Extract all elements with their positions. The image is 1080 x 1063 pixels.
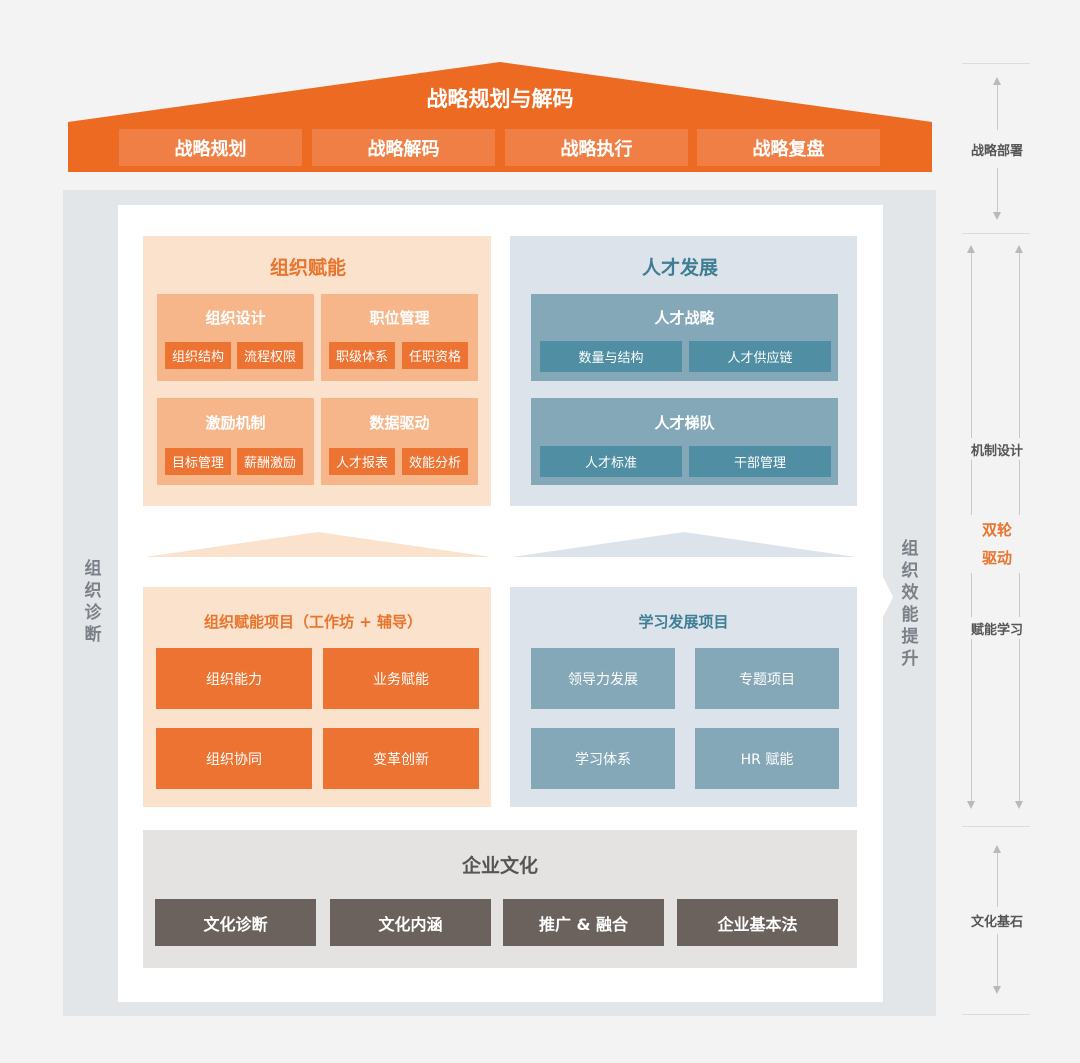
org-chip: 职级体系 [329, 342, 395, 369]
org-group-data-title: 数据驱动 [369, 413, 430, 432]
arrow-down-icon [993, 986, 1001, 994]
legend-line [997, 85, 998, 130]
org-empowerment-title: 组织赋能 [269, 256, 346, 279]
culture-box: 文化内涵 [330, 899, 491, 946]
legend-divider [962, 63, 1030, 64]
side-label-org-efficiency: 组织效能提升 [901, 539, 919, 669]
org-project-box: 组织协同 [156, 728, 312, 789]
roof-item-planning: 战略规划 [119, 129, 302, 166]
learning-project-box: 学习体系 [531, 728, 675, 789]
arrow-up-icon [1015, 245, 1023, 253]
side-label-org-diagnosis: 组织诊断 [84, 559, 102, 645]
roof-item-execution: 战略执行 [505, 129, 688, 166]
legend-empowerment-learning: 赋能学习 [962, 617, 1032, 639]
org-project-box: 变革创新 [323, 728, 479, 789]
legend-strategy-deployment: 战略部署 [970, 143, 1023, 159]
legend-line [997, 168, 998, 212]
legend-culture-foundation: 文化基石 [970, 914, 1023, 930]
learning-project-box: 专题项目 [695, 648, 839, 709]
org-group-incentive-title: 激励机制 [205, 413, 266, 432]
culture-box: 企业基本法 [677, 899, 838, 946]
talent-group-strategy-title: 人才战略 [654, 308, 715, 327]
talent-chip: 干部管理 [689, 446, 831, 477]
talent-development-title: 人才发展 [641, 256, 718, 279]
legend-line [997, 934, 998, 986]
legend-line [997, 853, 998, 907]
org-project-box: 业务赋能 [323, 648, 479, 709]
talent-group-pipeline-title: 人才梯队 [654, 413, 715, 432]
learning-project-box: 领导力发展 [531, 648, 675, 709]
talent-chip: 人才标准 [540, 446, 682, 477]
talent-chip: 人才供应链 [689, 341, 831, 372]
arrow-up-icon [993, 77, 1001, 85]
arrow-up-icon [967, 245, 975, 253]
arrow-down-icon [993, 212, 1001, 220]
arrow-down-icon [967, 801, 975, 809]
org-chip: 人才报表 [329, 448, 395, 475]
roof-title: 战略规划与解码 [426, 87, 574, 111]
legend-divider [962, 233, 1030, 234]
learning-projects-title: 学习发展项目 [638, 612, 729, 631]
org-chip: 流程权限 [237, 342, 303, 369]
culture-box: 文化诊断 [155, 899, 316, 946]
roof-item-decoding: 战略解码 [312, 129, 495, 166]
legend-divider [962, 826, 1030, 827]
culture-title: 企业文化 [461, 854, 538, 877]
legend-dual-drive: 双轮驱动 [962, 515, 1032, 573]
org-group-design-title: 组织设计 [205, 308, 266, 327]
roof-item-review: 战略复盘 [697, 129, 880, 166]
org-chip: 效能分析 [402, 448, 468, 475]
right-chevron [883, 577, 893, 617]
arrow-up-icon [993, 845, 1001, 853]
culture-box: 推广 & 融合 [503, 899, 664, 946]
org-chip: 组织结构 [165, 342, 231, 369]
legend-divider [962, 1014, 1030, 1015]
arrow-down-icon [1015, 801, 1023, 809]
org-projects-title: 组织赋能项目（工作坊 + 辅导） [203, 612, 422, 631]
org-group-position-title: 职位管理 [369, 308, 430, 327]
talent-chip: 数量与结构 [540, 341, 682, 372]
org-chip: 薪酬激励 [237, 448, 303, 475]
learning-project-box: HR 赋能 [695, 728, 839, 789]
org-project-box: 组织能力 [156, 648, 312, 709]
org-chip: 任职资格 [402, 342, 468, 369]
org-chip: 目标管理 [165, 448, 231, 475]
legend-mechanism-design: 机制设计 [962, 438, 1032, 460]
